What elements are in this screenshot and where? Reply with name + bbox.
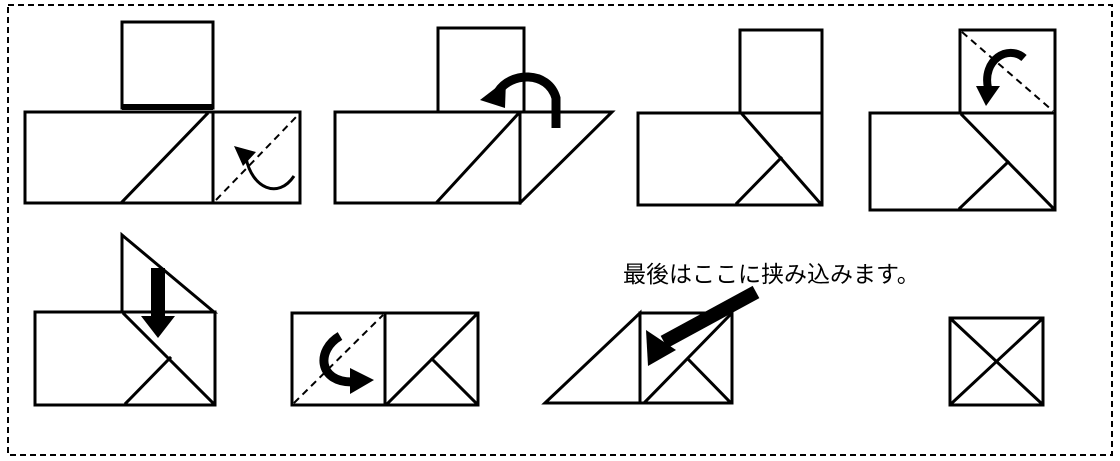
step-7-triangle <box>541 309 642 405</box>
step-6-fold-line <box>293 314 384 404</box>
step-1-arrowhead <box>234 146 256 166</box>
step-8 <box>948 316 1045 407</box>
step-7-arrowhead <box>646 330 676 366</box>
step-7-arrow-shaft <box>660 285 760 349</box>
step-6 <box>290 311 480 407</box>
step-4-arrowhead <box>976 86 1000 106</box>
step-2-crease <box>434 111 521 205</box>
step-6-curved-arrow <box>319 332 353 387</box>
step-1-curved-arrow <box>244 157 296 191</box>
step-8-diagonal-2 <box>949 317 1044 406</box>
step-2-rect <box>333 110 522 205</box>
step-6-arrowhead <box>350 368 374 394</box>
step-8-finished-square <box>948 316 1045 407</box>
step-3-top-square <box>738 28 824 115</box>
step-4-crease <box>957 159 1011 211</box>
dashed-frame <box>7 4 1113 456</box>
step-2-curved-arrow <box>494 72 561 128</box>
step-7-caption: 最後はここに挟み込みます。 <box>623 262 920 288</box>
step-5-arrow-shaft <box>151 268 165 318</box>
step-5-down-arrowhead <box>141 316 175 338</box>
step-7-crease <box>685 356 733 405</box>
step-5 <box>33 231 219 407</box>
step-1-left-rect <box>23 110 215 205</box>
step-1-crease <box>119 111 210 205</box>
step-4-fold-line <box>961 31 1054 112</box>
step-1-right-square <box>211 110 302 205</box>
step-4 <box>868 28 1057 212</box>
step-2 <box>333 26 616 206</box>
step-5-rect <box>33 310 217 407</box>
step-4-curved-arrow <box>983 48 1027 89</box>
step-1 <box>23 20 302 205</box>
step-3 <box>636 28 824 207</box>
step-7-square <box>638 311 734 405</box>
step-1-top-square <box>120 20 215 110</box>
step-7: 最後はここに挟み込みます。 <box>541 262 920 405</box>
step-1-fold-line <box>215 114 299 201</box>
step-6-crease <box>429 356 479 406</box>
step-3-crease <box>734 155 784 206</box>
step-5-triangle-flap <box>120 231 219 314</box>
step-4-rect <box>868 111 1057 212</box>
step-6-right-square <box>383 311 480 407</box>
step-5-crease <box>123 355 173 406</box>
step-3-rect <box>636 111 824 207</box>
step-2-flap <box>517 110 616 206</box>
step-2-arrowhead <box>480 80 506 108</box>
